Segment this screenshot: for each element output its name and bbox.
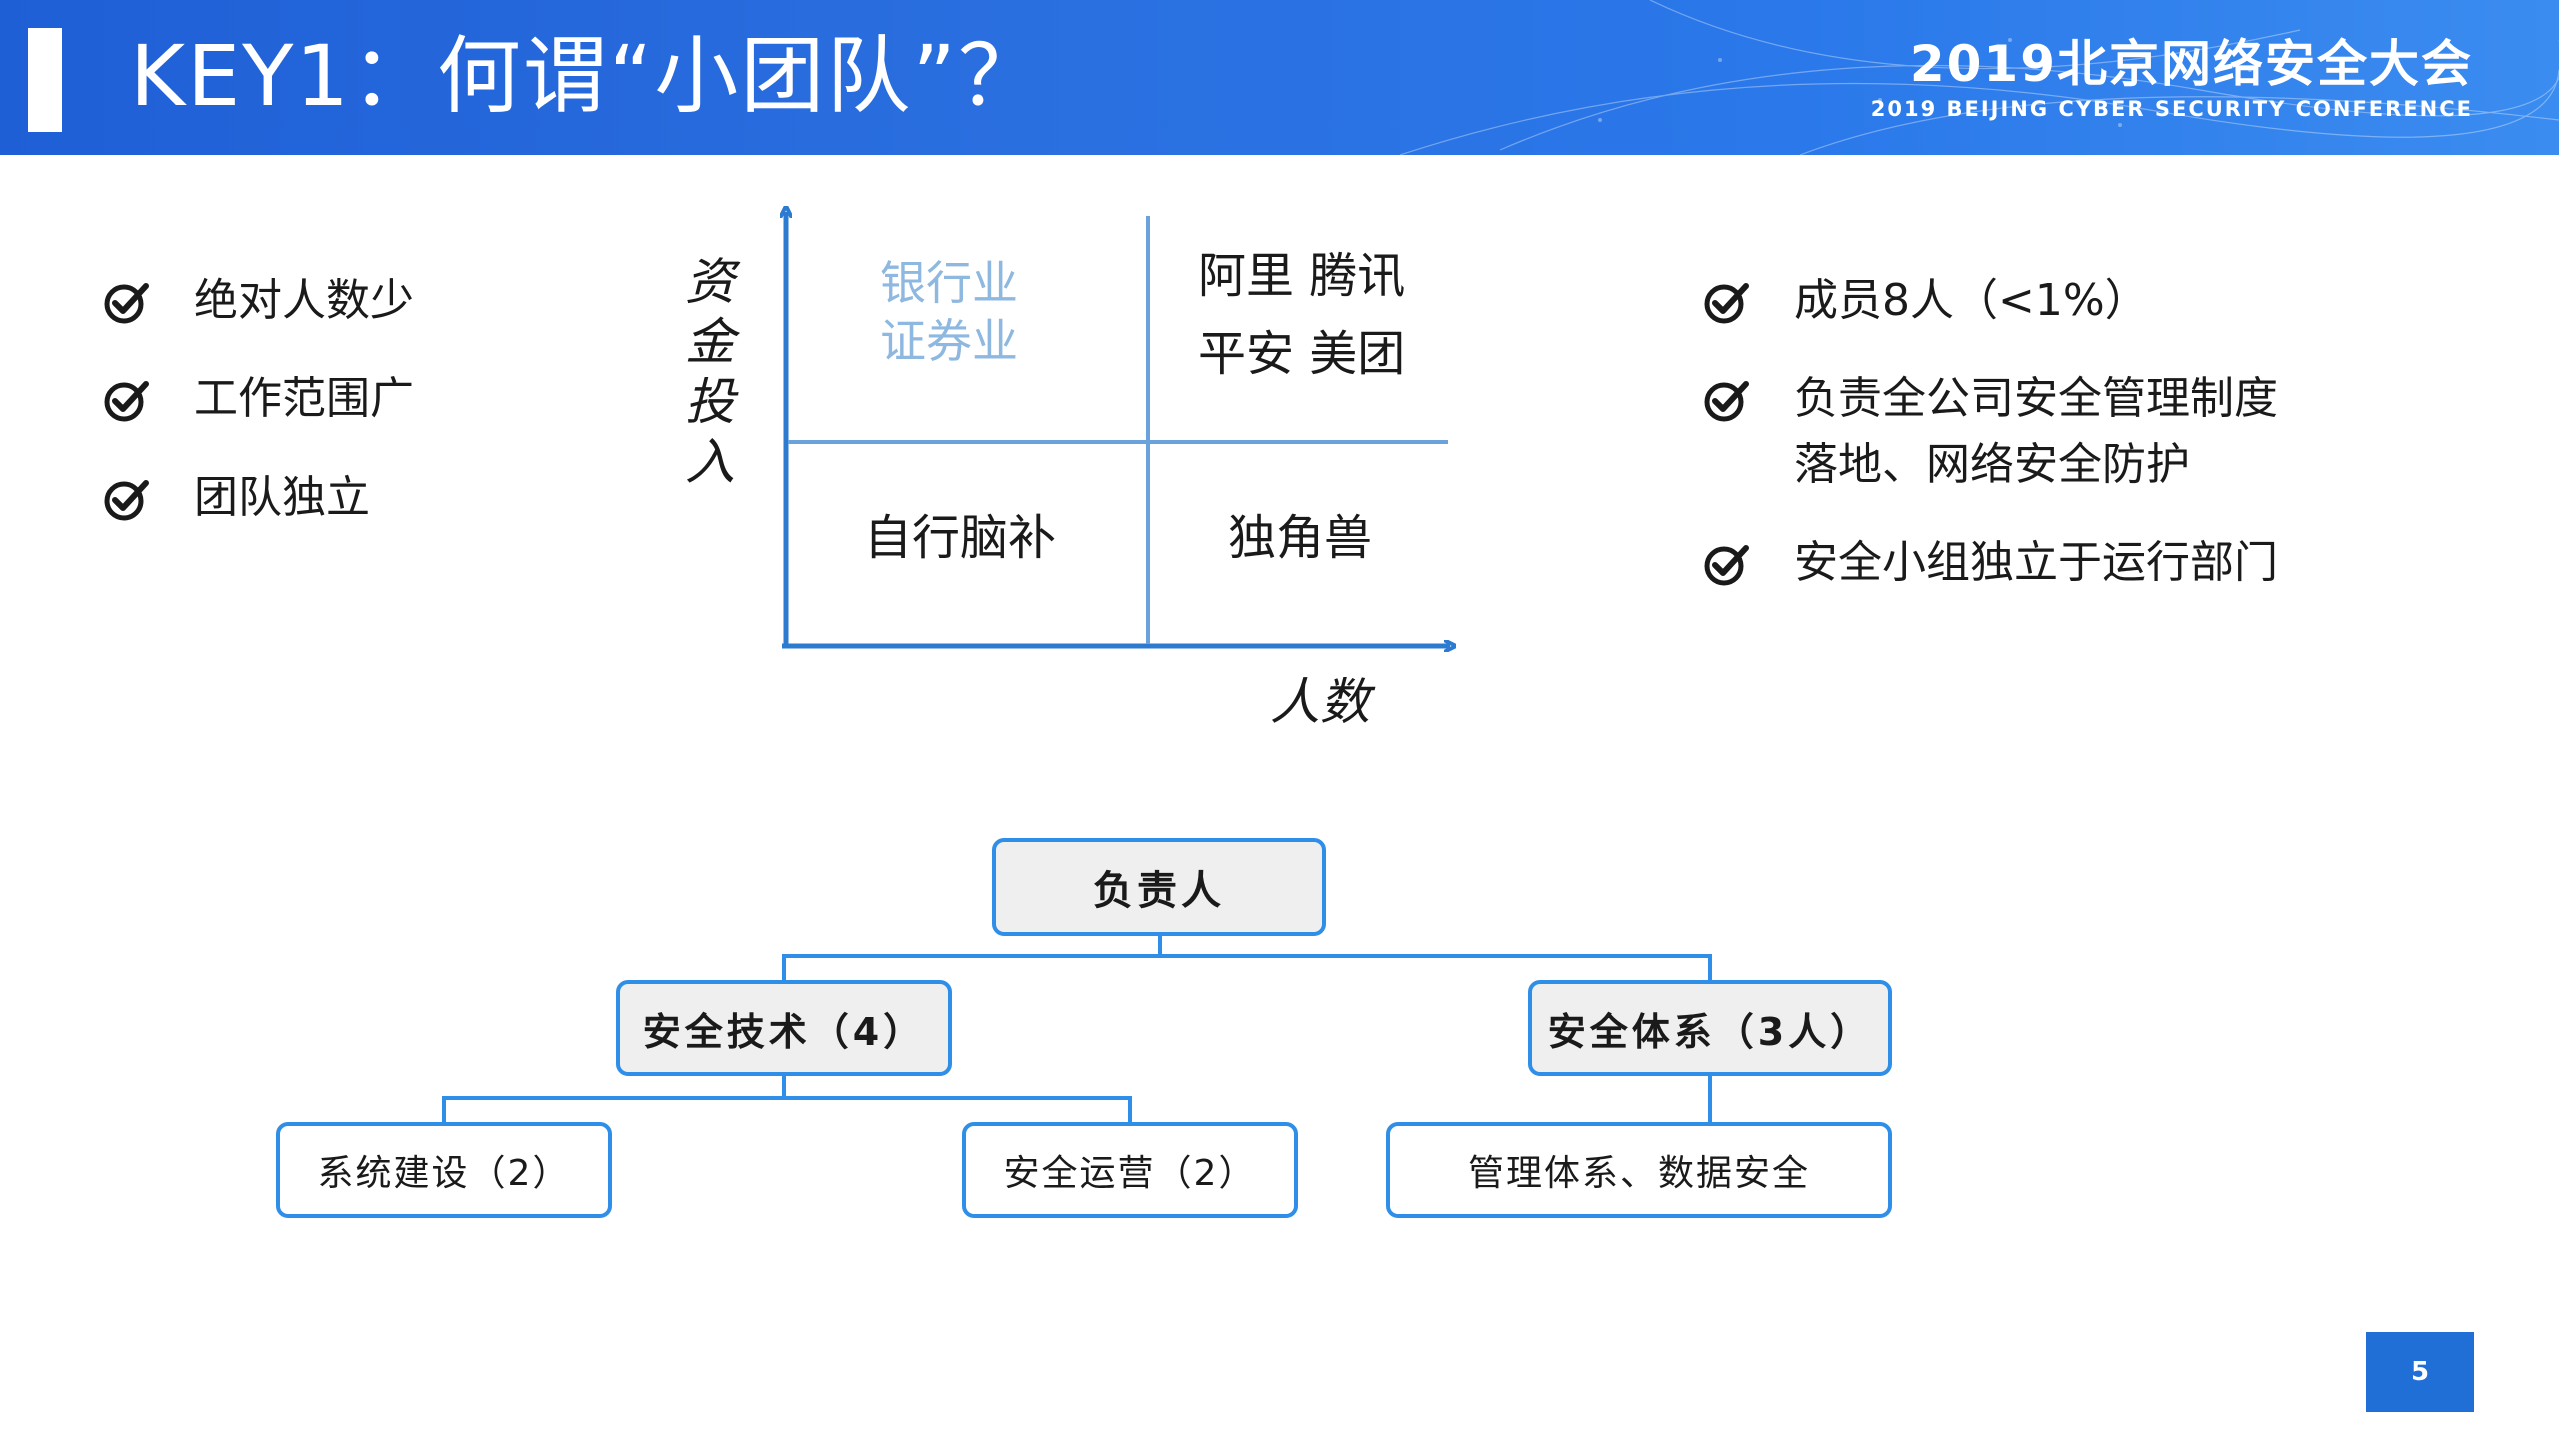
- conference-name-cn: 2019北京网络安全大会: [1909, 35, 2473, 93]
- quadrant-top-right-line1: 阿里 腾讯: [1198, 248, 1406, 304]
- header-banner: KEY1：何谓“小团队”？ 2019北京网络安全大会 2019 BEIJING …: [0, 0, 2559, 155]
- quadrant-bottom-left: 自行脑补: [864, 510, 1057, 566]
- bullet-text: 负责全公司安全管理制度 落地、网络安全防护: [1794, 373, 2278, 490]
- bullet-text: 团队独立: [194, 472, 370, 523]
- check-circle-icon: [104, 480, 149, 521]
- org-node-management-data: 管理体系、数据安全: [1386, 1122, 1892, 1218]
- x-axis-label: 人数: [1270, 673, 1370, 731]
- list-item: 工作范围广: [100, 366, 414, 432]
- page-title: KEY1：何谓“小团队”？: [130, 27, 1044, 125]
- bullet-text: 工作范围广: [194, 373, 414, 424]
- org-node-security-tech: 安全技术（4）: [616, 980, 952, 1076]
- conference-name-en: 2019 BEIJING CYBER SECURITY CONFERENCE: [1870, 97, 2473, 121]
- list-item: 负责全公司安全管理制度 落地、网络安全防护: [1700, 366, 2278, 498]
- org-node-security-ops: 安全运营（2）: [962, 1122, 1298, 1218]
- check-circle-icon: [1704, 283, 1749, 324]
- list-item: 绝对人数少: [100, 268, 414, 334]
- quadrant-top-left: 银行业 证券业: [880, 256, 1018, 368]
- org-node-security-system: 安全体系（3人）: [1528, 980, 1892, 1076]
- check-circle-icon: [1704, 545, 1749, 586]
- bullet-text: 安全小组独立于运行部门: [1794, 537, 2278, 588]
- check-circle-icon: [104, 283, 149, 324]
- page-number: 5: [2366, 1332, 2474, 1412]
- title-accent-bar: [28, 28, 62, 132]
- quadrant-bottom-right: 独角兽: [1228, 510, 1373, 566]
- y-axis-label: 资金投入: [685, 253, 735, 491]
- list-item: 团队独立: [100, 465, 370, 531]
- bullet-text: 绝对人数少: [194, 275, 414, 326]
- quadrant-top-right-line2: 平安 美团: [1198, 326, 1406, 382]
- list-item: 成员8人（<1%）: [1700, 268, 2149, 334]
- org-node-root: 负责人: [992, 838, 1326, 936]
- check-circle-icon: [1704, 381, 1749, 422]
- check-circle-icon: [104, 381, 149, 422]
- org-node-system-build: 系统建设（2）: [276, 1122, 612, 1218]
- banner-decoration: [1399, 0, 2559, 155]
- list-item: 安全小组独立于运行部门: [1700, 530, 2278, 596]
- bullet-text: 成员8人（<1%）: [1794, 275, 2149, 326]
